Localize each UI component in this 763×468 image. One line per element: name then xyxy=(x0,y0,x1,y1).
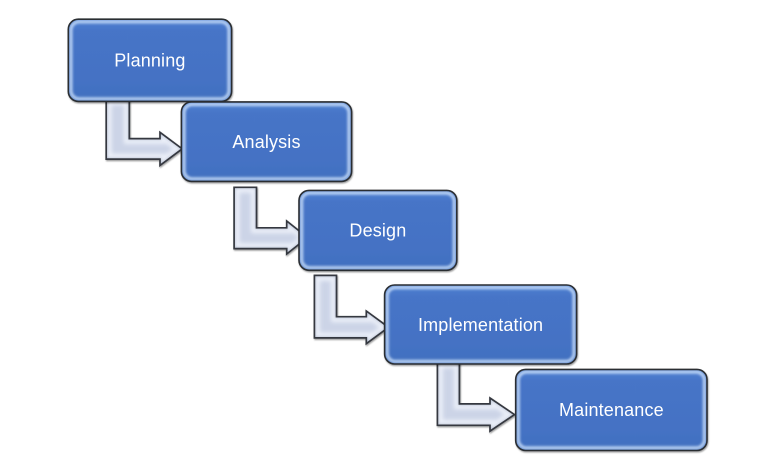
svg-text:Maintenance: Maintenance xyxy=(559,400,664,420)
svg-text:Implementation: Implementation xyxy=(418,315,543,335)
svg-text:Design: Design xyxy=(349,221,406,241)
svg-text:Analysis: Analysis xyxy=(232,132,300,152)
svg-text:Planning: Planning xyxy=(114,51,185,71)
